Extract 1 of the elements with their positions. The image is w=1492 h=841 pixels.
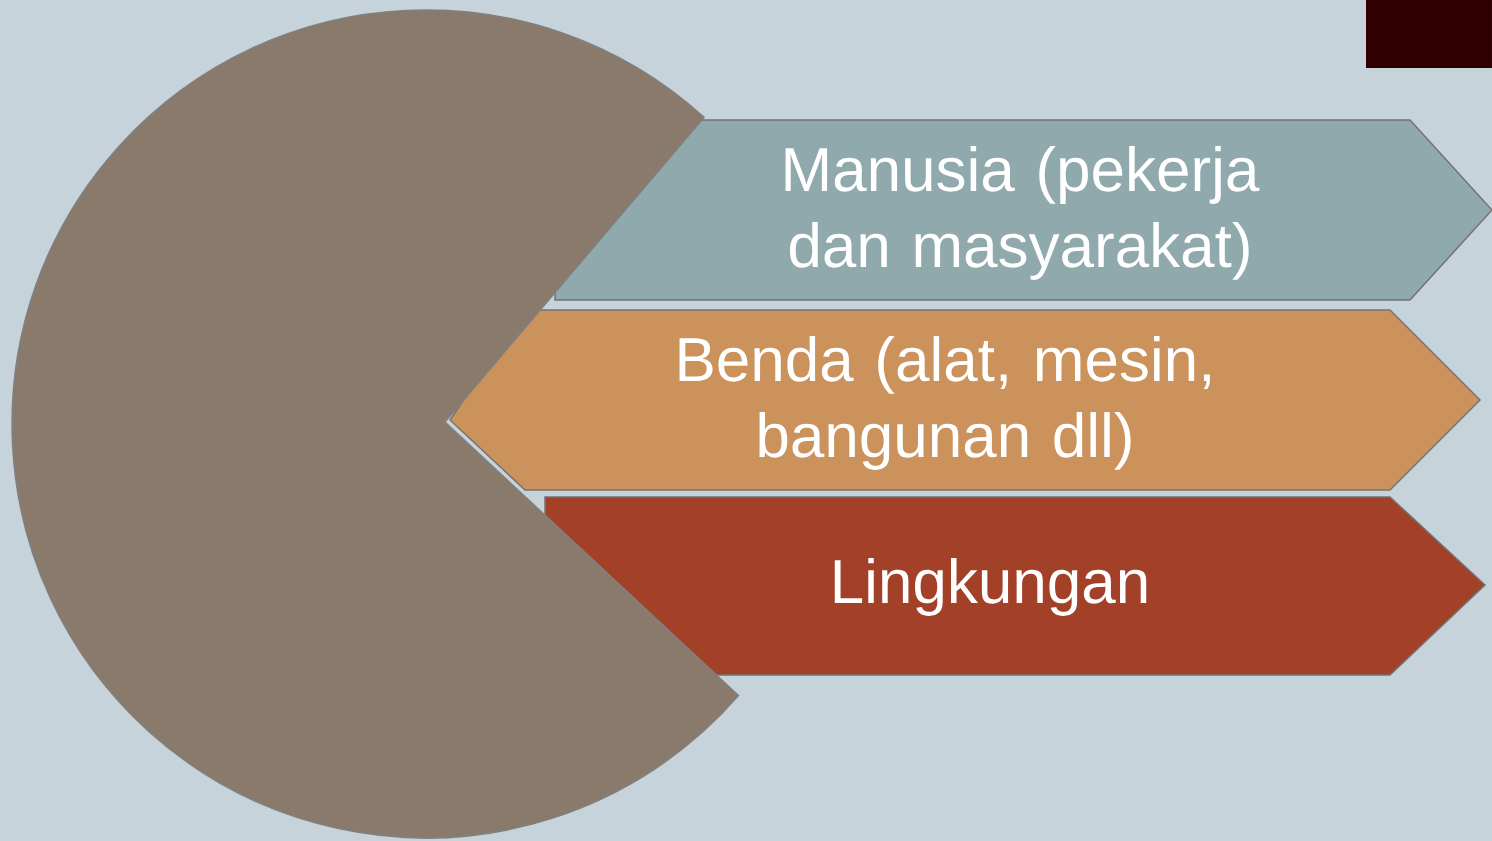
arrow-banner: Benda (alat, mesin, bangunan dll) bbox=[449, 309, 1482, 491]
